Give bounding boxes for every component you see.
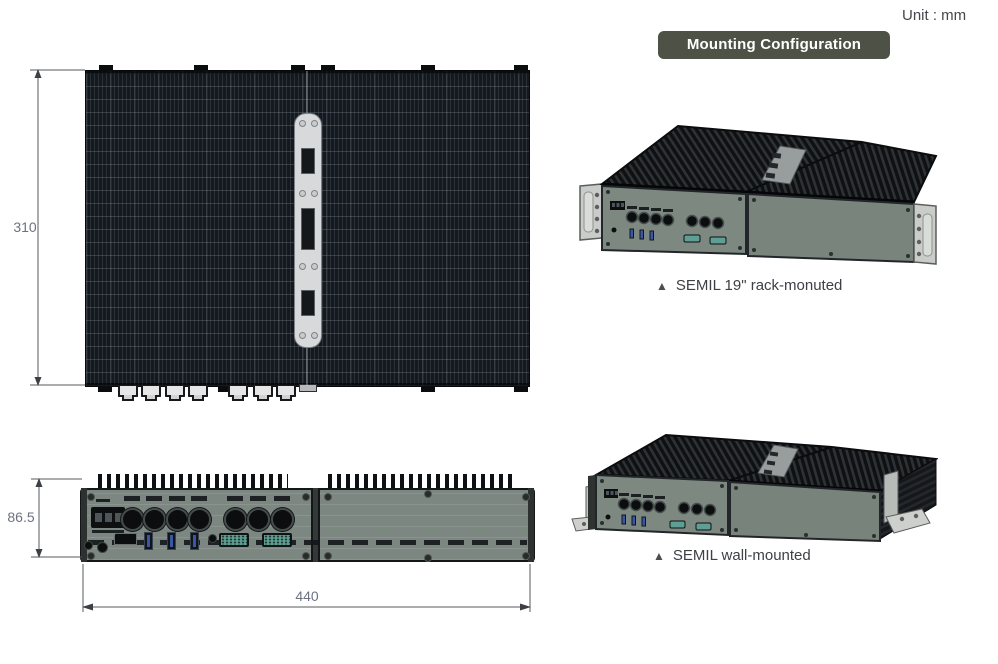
port-label	[274, 496, 290, 501]
front-panel-left-unit	[601, 184, 747, 256]
bottom-vent-strip	[88, 540, 527, 545]
screw	[311, 332, 318, 339]
m12-connector	[188, 508, 211, 531]
screw	[424, 490, 432, 498]
displayport-port	[114, 533, 137, 545]
top-mounting-plate	[757, 444, 799, 478]
power-terminal-block	[91, 507, 125, 528]
port-label	[169, 496, 185, 501]
mounting-tab	[421, 65, 435, 71]
mounting-tab	[514, 386, 528, 392]
front-panel-right-unit	[747, 192, 915, 264]
screw	[299, 332, 306, 339]
port-label	[250, 496, 266, 501]
mounting-configuration-badge: Mounting Configuration	[658, 31, 890, 59]
chassis-seam	[311, 488, 320, 562]
caption-text: SEMIL 19" rack-monuted	[675, 277, 843, 294]
unit-label: Unit : mm	[902, 7, 967, 24]
rack-mounted-render	[579, 124, 938, 265]
wall-mounted-render	[571, 433, 938, 543]
dimension-86-5	[31, 478, 82, 558]
m12-connector	[121, 508, 144, 531]
port-label	[92, 530, 124, 533]
caption-wall-mounted: ▲ SEMIL wall-mounted	[653, 547, 811, 564]
usb-port	[144, 532, 153, 550]
screw	[302, 493, 310, 501]
io-connector	[253, 386, 273, 401]
dimension-value-height: 86.5	[7, 509, 35, 525]
caption-marker-icon: ▲	[656, 278, 668, 293]
rack-ear-right	[913, 203, 937, 265]
screw	[311, 190, 318, 197]
dimension-value-width: 440	[295, 588, 319, 604]
screw	[311, 120, 318, 127]
mounting-bar	[294, 113, 322, 348]
usb-port	[190, 532, 199, 550]
reset-button	[208, 534, 217, 543]
rack-ear-left	[579, 183, 603, 241]
mounting-tab	[98, 386, 112, 392]
caption-marker-icon: ▲	[653, 548, 665, 563]
port-label	[96, 499, 110, 502]
dimension-440	[82, 564, 531, 612]
port-label	[191, 496, 207, 501]
mounting-tab	[291, 65, 305, 71]
io-connector	[118, 386, 138, 401]
screw	[311, 263, 318, 270]
chassis-endcap	[528, 488, 534, 562]
port-label	[227, 496, 243, 501]
screw	[302, 552, 310, 560]
mounting-tab	[421, 386, 435, 392]
port-label	[146, 496, 162, 501]
mounting-tab	[321, 65, 335, 71]
port-label	[124, 496, 140, 501]
m12-connector	[271, 508, 294, 531]
chassis-endcap	[588, 475, 596, 530]
top-mounting-plate	[761, 145, 807, 185]
screw	[299, 190, 306, 197]
mounting-slot	[301, 148, 315, 174]
m12-connector	[224, 508, 247, 531]
screw	[522, 552, 530, 560]
m12-connector	[143, 508, 166, 531]
screw	[324, 493, 332, 501]
front-panel-right-unit	[729, 480, 881, 543]
mounting-tab	[99, 65, 113, 71]
screw	[299, 263, 306, 270]
screw	[87, 552, 95, 560]
serial-db9-port	[219, 533, 249, 547]
io-connector	[188, 386, 208, 401]
mounting-slot	[301, 290, 315, 316]
screw	[424, 554, 432, 562]
m12-connector	[247, 508, 270, 531]
mounting-tab	[194, 65, 208, 71]
caption-rack-mounted: ▲ SEMIL 19" rack-monuted	[656, 277, 842, 294]
audio-jack	[97, 542, 108, 553]
io-connector	[228, 386, 248, 401]
usb-port	[167, 532, 176, 550]
io-connector	[165, 386, 185, 401]
wall-bracket-right	[883, 470, 931, 534]
screw	[522, 493, 530, 501]
serial-db9-port	[262, 533, 292, 547]
chassis-endcap	[81, 488, 87, 562]
front-panel-left-unit	[595, 473, 729, 537]
screw	[299, 120, 306, 127]
io-connector	[141, 386, 161, 401]
led-indicator	[84, 541, 93, 550]
seam-tab	[299, 384, 317, 392]
lid-front-edge	[601, 182, 915, 204]
io-connector	[276, 386, 296, 401]
front-view-drawing	[80, 472, 535, 564]
screw	[324, 552, 332, 560]
mounting-tab	[218, 386, 232, 392]
top-view-drawing	[85, 65, 530, 401]
mounting-tab	[514, 65, 528, 71]
mounting-slot	[301, 208, 315, 250]
screw	[87, 493, 95, 501]
caption-text: SEMIL wall-mounted	[672, 547, 811, 564]
m12-connector	[166, 508, 189, 531]
dimension-value-height: 310	[13, 219, 37, 235]
dimension-310	[30, 69, 85, 386]
